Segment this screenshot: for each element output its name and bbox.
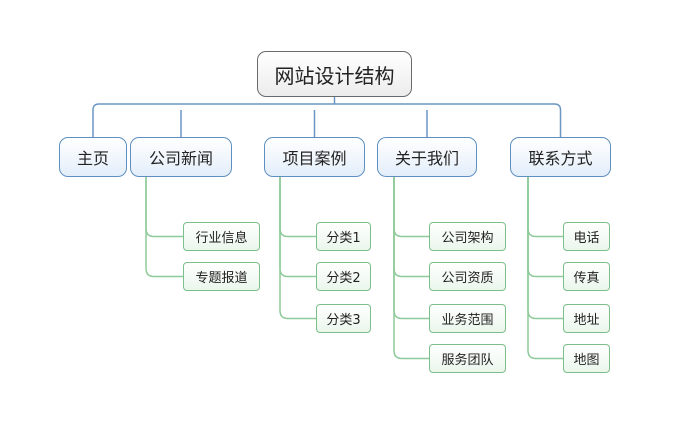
leaf-category-3[interactable]: 分类3 xyxy=(316,304,371,333)
leaf-connector-2-1 xyxy=(393,177,429,278)
leaf-connector-1-0 xyxy=(279,177,316,238)
leaf-address[interactable]: 地址 xyxy=(563,304,610,333)
leaf-connector-3-0 xyxy=(527,177,563,238)
leaf-connector-2-0 xyxy=(393,177,429,238)
leaf-connector-1-1 xyxy=(279,177,316,278)
branch-project-cases[interactable]: 项目案例 xyxy=(264,137,365,177)
leaf-special-report[interactable]: 专题报道 xyxy=(183,262,260,291)
branch-bus-line xyxy=(92,103,562,111)
leaf-connector-2-3 xyxy=(393,177,429,360)
leaf-phone[interactable]: 电话 xyxy=(563,222,610,251)
leaf-connector-3-3 xyxy=(527,177,563,360)
leaf-category-1[interactable]: 分类1 xyxy=(316,222,371,251)
root-node[interactable]: 网站设计结构 xyxy=(257,51,412,97)
leaf-connector-2-2 xyxy=(393,177,429,320)
leaf-business-scope[interactable]: 业务范围 xyxy=(429,304,506,333)
branch-home[interactable]: 主页 xyxy=(59,137,127,177)
leaf-connector-3-2 xyxy=(527,177,563,320)
leaf-map[interactable]: 地图 xyxy=(563,344,610,373)
leaf-company-qualification[interactable]: 公司资质 xyxy=(429,262,506,291)
leaf-connector-0-0 xyxy=(145,177,183,238)
leaf-industry-info[interactable]: 行业信息 xyxy=(183,222,260,251)
branch-company-news[interactable]: 公司新闻 xyxy=(130,137,232,177)
branch-contact[interactable]: 联系方式 xyxy=(510,137,611,177)
leaf-category-2[interactable]: 分类2 xyxy=(316,262,371,291)
leaf-service-team[interactable]: 服务团队 xyxy=(429,344,506,373)
leaf-connector-3-1 xyxy=(527,177,563,278)
leaf-fax[interactable]: 传真 xyxy=(563,262,610,291)
leaf-company-structure[interactable]: 公司架构 xyxy=(429,222,506,251)
leaf-connector-1-2 xyxy=(279,177,316,320)
leaf-connector-0-1 xyxy=(145,177,183,278)
branch-about-us[interactable]: 关于我们 xyxy=(377,137,477,177)
